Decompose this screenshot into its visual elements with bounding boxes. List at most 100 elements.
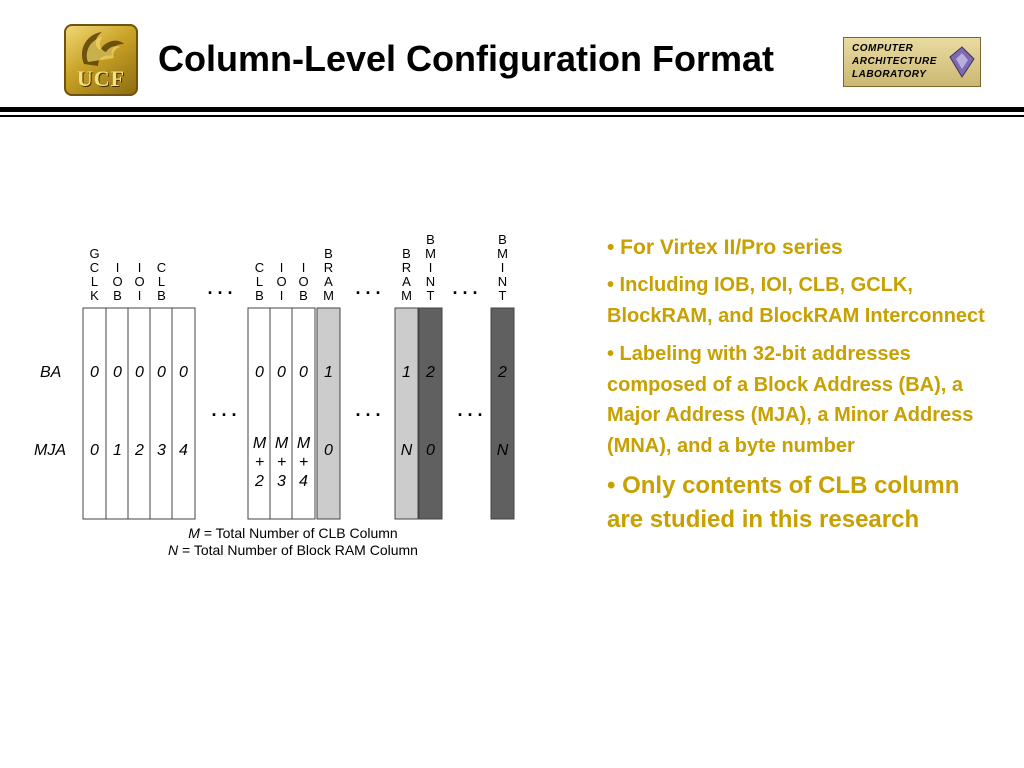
bullet-item: • Including IOB, IOI, CLB, GCLK, BlockRA… [607,274,985,327]
mja-value: 0 [426,442,435,459]
mja-value: N [497,442,509,459]
column-header-letter: A [324,274,333,289]
mja-value: N [401,442,413,459]
column-diagram: GCLK00IOB01IOI02CLB0304CLB0M+2IOI0M+3IOB… [34,232,515,558]
legend-text: = Total Number of Block RAM Column [178,542,418,558]
column-header-letter: I [138,260,142,275]
column-header-letter: M [425,246,436,261]
chip-icon [949,46,975,78]
config-column [418,307,443,520]
column-header-letter: O [298,274,308,289]
config-column [105,307,130,520]
header-rule-thin [0,115,1024,117]
column-header-letter: B [299,288,308,303]
column-header-letter: C [255,260,264,275]
lab-logo-line: LABORATORY [852,69,927,80]
lab-logo-line: ARCHITECTURE [852,56,937,67]
ba-value: 0 [113,364,122,381]
mja-value: + [277,454,286,471]
ba-value: 1 [324,364,333,381]
column-header-letter: T [499,288,507,303]
ellipsis: . . . [207,278,232,298]
column-header-letter: I [280,288,284,303]
page-title: Column-Level Configuration Format [158,38,774,79]
ba-value: 1 [402,364,411,381]
column-header-letter: N [426,274,435,289]
ba-value: 2 [497,364,507,381]
legend-line: N = Total Number of Block RAM Column [168,542,418,558]
column-header-letter: O [112,274,122,289]
ellipsis: . . . [457,400,482,420]
lab-logo-line: COMPUTER [852,43,914,54]
mja-value: M [275,435,289,452]
ba-value: 0 [90,364,99,381]
column-header-letter: I [501,260,505,275]
ellipsis: . . . [211,400,236,420]
column-header-letter: I [280,260,284,275]
row-label-mja: MJA [34,442,66,459]
column-header-letter: B [255,288,264,303]
config-column [394,307,419,520]
config-column [149,307,174,520]
column-header-letter: C [90,260,99,275]
config-column [171,307,196,520]
column-header-letter: I [429,260,433,275]
mja-value: + [255,454,264,471]
bullet-item: • Labeling with 32-bit addresses compose… [607,343,974,457]
column-header-letter: B [113,288,122,303]
column-header-letter: M [497,246,508,261]
ba-value: 0 [277,364,286,381]
column-header-letter: L [91,274,98,289]
bullet-list: • For Virtex II/Pro series • Including I… [607,234,1002,545]
mja-value: 2 [134,442,144,459]
column-header-letter: O [134,274,144,289]
column-header-letter: A [402,274,411,289]
mja-value: 2 [254,473,264,490]
ucf-logo: UCF [64,24,138,96]
column-header-letter: B [157,288,166,303]
mja-value: 0 [90,442,99,459]
mja-value: 1 [113,442,122,459]
ba-value: 0 [299,364,308,381]
column-header-letter: M [323,288,334,303]
row-label-ba: BA [40,364,61,381]
column-header-letter: N [498,274,507,289]
column-header-letter: I [138,288,142,303]
bullet-item: • For Virtex II/Pro series [607,236,843,259]
mja-value: 4 [179,442,188,459]
column-header-letter: L [158,274,165,289]
pegasus-icon [82,32,124,66]
legend-text: = Total Number of CLB Column [200,525,398,541]
ellipsis: . . . [452,278,477,298]
ba-value: 2 [425,364,435,381]
mja-value: 4 [299,473,308,490]
config-column [316,307,341,520]
column-header-letter: R [324,260,333,275]
column-header-letter: O [276,274,286,289]
mja-value: M [253,435,267,452]
ba-value: 0 [157,364,166,381]
column-header-letter: K [90,288,99,303]
mja-value: M [297,435,311,452]
mja-value: 3 [157,442,166,459]
ba-value: 0 [179,364,188,381]
ellipsis: . . . [355,278,380,298]
bullet-item: • Only contents of CLB column are studie… [607,472,960,533]
column-header-letter: B [498,232,507,247]
legend-line: M = Total Number of CLB Column [188,525,397,541]
ucf-logo-text: UCF [76,66,126,91]
lab-logo: COMPUTER ARCHITECTURE LABORATORY [843,37,981,87]
ellipsis: . . . [355,400,380,420]
mja-value: + [299,454,308,471]
column-header-letter: I [302,260,306,275]
mja-value: 0 [324,442,333,459]
column-header-letter: B [324,246,333,261]
legend-symbol: N [168,542,179,558]
column-header-letter: L [256,274,263,289]
column-header-letter: R [402,260,411,275]
ba-value: 0 [255,364,264,381]
column-header-letter: B [426,232,435,247]
column-header-letter: B [402,246,411,261]
mja-value: 3 [277,473,286,490]
ba-value: 0 [135,364,144,381]
